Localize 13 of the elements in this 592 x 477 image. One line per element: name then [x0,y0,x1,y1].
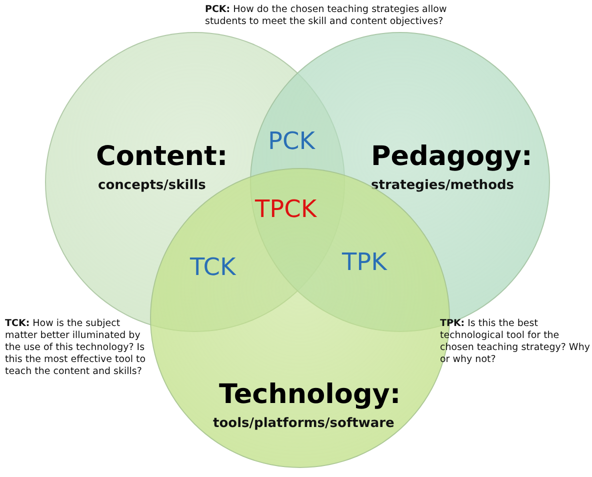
region-label: TPK [342,248,387,276]
region-label: PCK [268,127,315,155]
question-note: PCK: How do the chosen teaching strategies allow students to meet the skill and content objectives? [205,4,448,28]
region-label: TPCK [255,195,317,223]
question-note: TPK: Is this the best technological tool for the chosen teaching strategy? Why or why not? [440,318,590,366]
circle-subtitle: concepts/skills [98,178,206,193]
circle-title: Pedagogy: [371,141,532,172]
circle-subtitle: tools/platforms/software [213,416,394,431]
circle-title: Content: [96,141,228,172]
question-note: TCK: How is the subject matter better illuminated by the use of this technology? Is this the most effective tool to teach the content and skills? [5,318,147,378]
region-label: TCK [190,253,236,281]
circle-title: Technology: [219,379,401,410]
circle-subtitle: strategies/methods [371,178,514,193]
